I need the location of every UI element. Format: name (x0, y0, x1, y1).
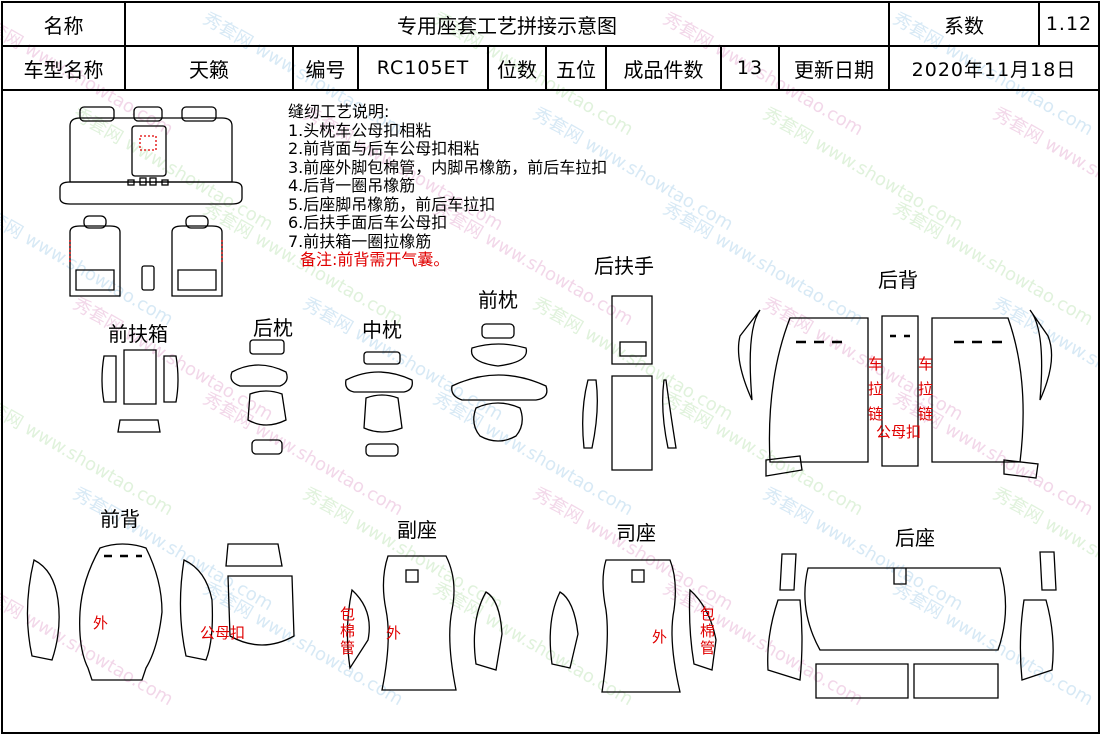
rear-armrest-pieces (582, 295, 677, 471)
note-item: 4.后背一圈吊橡筋 (288, 176, 416, 195)
code-label: 编号 (292, 45, 359, 91)
notes-remark: 备注:前背需开气囊。 (300, 250, 450, 269)
annotation-snap-front-back: 公母扣 (200, 624, 246, 642)
label-rear-headrest: 后枕 (253, 316, 293, 340)
annotation-cotton-tube-driver: 包棉管 (700, 605, 716, 657)
rear-seat-pieces (767, 551, 1057, 699)
annotation-outer-front-back: 外 (93, 614, 109, 632)
note-item: 3.前座外脚包棉管，内脚吊橡筋，前后车拉扣 (288, 157, 608, 177)
pieces-value: 13 (720, 45, 780, 91)
rear-bench-overview (59, 106, 243, 205)
sheet-title: 专用座套工艺拼接示意图 (124, 1, 890, 47)
label-passenger-seat: 副座 (397, 518, 437, 542)
label-mid-headrest: 中枕 (362, 318, 402, 342)
note-item: 5.后座脚吊橡筋，前后车拉扣 (288, 194, 496, 214)
pieces-label: 成品件数 (605, 45, 722, 91)
annotation-outer-driver: 外 (652, 628, 668, 646)
mid-headrest-pieces (345, 351, 413, 457)
driver-seat-pieces (549, 559, 717, 693)
passenger-seat-pieces (346, 555, 503, 691)
label-driver-seat: 司座 (616, 521, 656, 545)
sewing-notes: 缝纫工艺说明: 1.头枕车公母扣相粘 2.前背面与后车公母扣相粘 3.前座外脚包… (288, 102, 608, 270)
seats-value: 五位 (545, 45, 607, 91)
note-item: 2.前背面与后车公母扣相粘 (288, 139, 480, 158)
model-label: 车型名称 (1, 45, 126, 91)
update-label: 更新日期 (778, 45, 890, 91)
header-table: 名称 专用座套工艺拼接示意图 系数 1.12 车型名称 天籁 编号 RC105E… (1, 1, 1100, 91)
drawing-frame (1, 89, 1100, 734)
front-seats-overview (69, 215, 223, 297)
label-rear-seat: 后座 (895, 526, 935, 550)
annotation-outer-passenger: 外 (386, 624, 402, 642)
front-back-pieces (26, 543, 295, 681)
annotation-zipper-left: 车拉链 (868, 355, 884, 423)
label-front-headrest: 前枕 (478, 288, 518, 312)
rear-back-pieces (737, 309, 1053, 479)
rear-headrest-pieces (230, 339, 288, 455)
model-value: 天籁 (124, 45, 294, 91)
label-front-armbox: 前扶箱 (108, 322, 168, 346)
coefficient-label: 系数 (888, 1, 1040, 47)
label-rear-back: 后背 (878, 268, 918, 292)
annotation-zipper-right: 车拉链 (918, 355, 934, 423)
annotation-snap-rear-back: 公母扣 (876, 423, 922, 441)
note-item: 7.前扶箱一圈拉橡筋 (288, 231, 432, 251)
name-label: 名称 (1, 1, 126, 47)
coefficient-value: 1.12 (1038, 1, 1100, 47)
note-item: 6.后扶手面后车公母扣 (288, 213, 448, 232)
front-headrest-pieces (451, 323, 548, 442)
update-value: 2020年11月18日 (888, 45, 1100, 91)
label-front-back: 前背 (100, 507, 140, 531)
label-rear-armrest: 后扶手 (594, 254, 654, 278)
front-armbox-pieces (101, 349, 179, 433)
annotation-cotton-tube-passenger: 包棉管 (340, 605, 356, 657)
note-item: 1.头枕车公母扣相粘 (288, 120, 432, 140)
code-value: RC105ET (357, 45, 489, 91)
notes-title: 缝纫工艺说明: (288, 102, 390, 121)
seats-label: 位数 (487, 45, 547, 91)
